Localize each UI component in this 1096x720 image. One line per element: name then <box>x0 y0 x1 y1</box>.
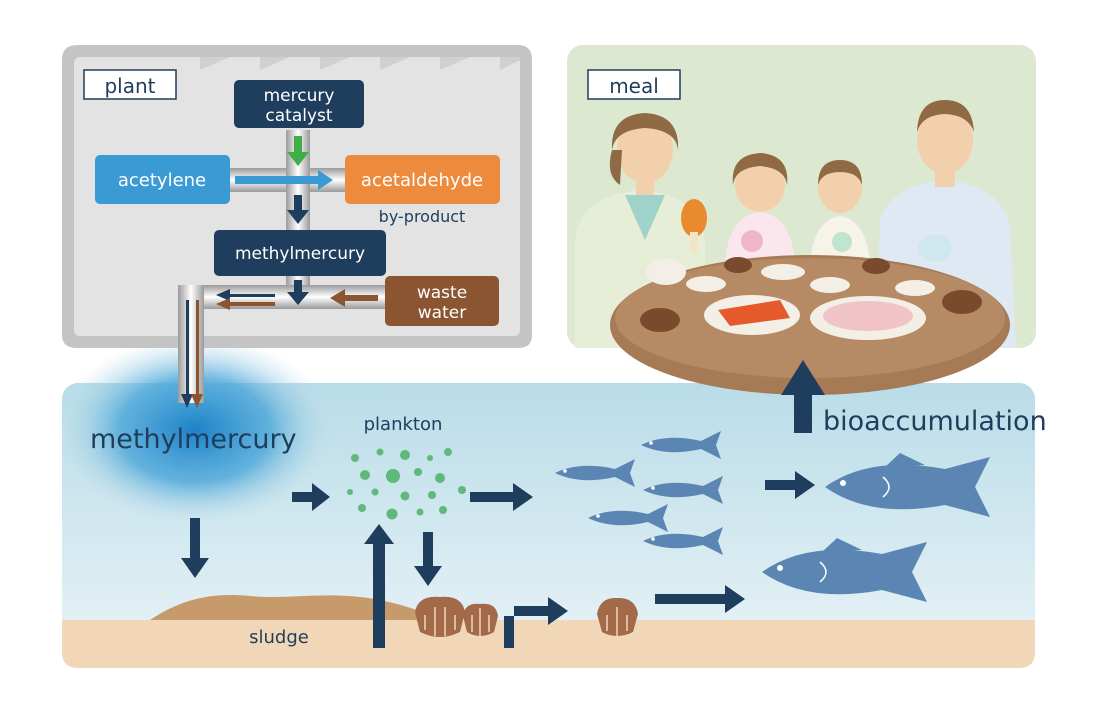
family-meal-illustration <box>575 100 1016 395</box>
arrow-mercury-to-sludge <box>181 518 209 578</box>
rice-bowl <box>646 259 686 285</box>
mercury-catalyst-label-line2: catalyst <box>265 106 332 126</box>
arrow-plankton-to-shellfish <box>414 532 442 586</box>
drain-line-navy <box>186 300 189 396</box>
arrow-methylmercury-to-plankton <box>292 483 330 511</box>
meal-title-box: meal <box>587 69 681 100</box>
sludge-label: sludge <box>249 627 309 648</box>
small-plate-2 <box>686 276 726 292</box>
waste-water-label-line1: waste <box>417 283 467 303</box>
acetylene-box: acetylene <box>95 155 230 204</box>
acetaldehyde-box: acetaldehyde <box>345 155 500 204</box>
small-fish-5 <box>643 527 723 555</box>
small-plate-3 <box>810 277 850 293</box>
small-fish-1 <box>641 431 721 459</box>
plant-title-box: plant <box>83 69 177 100</box>
bioaccumulation-arrow <box>781 360 825 433</box>
plankton-label: plankton <box>364 414 443 435</box>
factory-roof <box>170 57 520 70</box>
sludge-mound <box>150 595 445 620</box>
plankton-cluster <box>347 448 466 520</box>
boy-figure <box>810 160 870 262</box>
small-plate-4 <box>895 280 935 296</box>
by-product-label: by-product <box>379 207 466 226</box>
arrow-sludge-to-plankton <box>364 524 394 648</box>
sea-panel <box>57 335 1035 668</box>
mercury-catalyst-label-line1: mercury <box>264 86 335 106</box>
plant-title: plant <box>104 74 155 98</box>
bioaccumulation-label: bioaccumulation <box>823 406 1047 437</box>
waste-water-arrow <box>330 289 378 307</box>
catalyst-arrow <box>287 136 309 166</box>
soup-bowl-4 <box>862 258 890 274</box>
waste-water-label-line2: water <box>418 303 466 323</box>
methylmercury-down-arrow <box>287 280 309 305</box>
shellfish-3 <box>597 597 638 636</box>
mercury-catalyst-box: mercury catalyst <box>234 80 364 128</box>
arrow-shellfish-to-fish <box>655 585 745 613</box>
meal-title: meal <box>609 74 659 98</box>
soup-bowl-3 <box>724 257 752 273</box>
soup-bowl-2 <box>942 290 982 314</box>
acetylene-label: acetylene <box>118 170 206 191</box>
chicken-drumstick <box>681 199 707 252</box>
sea-arrows <box>181 471 815 648</box>
drain-line-brown <box>196 300 199 396</box>
acetaldehyde-label: acetaldehyde <box>361 170 483 191</box>
small-fish-3 <box>643 476 723 504</box>
methylmercury-box: methylmercury <box>214 230 386 276</box>
large-fish-1 <box>825 453 990 517</box>
to-methylmercury-arrow <box>287 195 309 224</box>
waste-water-box: waste water <box>385 276 499 326</box>
small-fish-2 <box>555 459 635 487</box>
small-fish-4 <box>588 504 668 532</box>
small-plate-1 <box>761 264 805 280</box>
acetylene-arrow <box>235 170 333 190</box>
methylmercury-sea-label: methylmercury <box>90 424 297 455</box>
methylmercury-plant-label: methylmercury <box>235 244 365 264</box>
outflow-arrow-brown <box>216 298 275 310</box>
shellfish-1 <box>415 596 465 637</box>
girl-figure <box>725 153 795 260</box>
arrow-shellfish-elbow <box>504 597 568 648</box>
outflow-arrow-navy <box>216 289 275 301</box>
small-fish-school <box>555 431 723 555</box>
large-fish-2 <box>762 538 927 602</box>
plant-arrows <box>181 136 378 408</box>
shellfish-group <box>415 596 638 637</box>
methylmercury-glow <box>57 335 333 525</box>
arrow-small-fish-to-big-fish <box>765 471 815 499</box>
arrow-plankton-to-small-fish <box>470 483 533 511</box>
shellfish-2 <box>463 603 498 636</box>
soup-bowl-1 <box>640 308 680 332</box>
